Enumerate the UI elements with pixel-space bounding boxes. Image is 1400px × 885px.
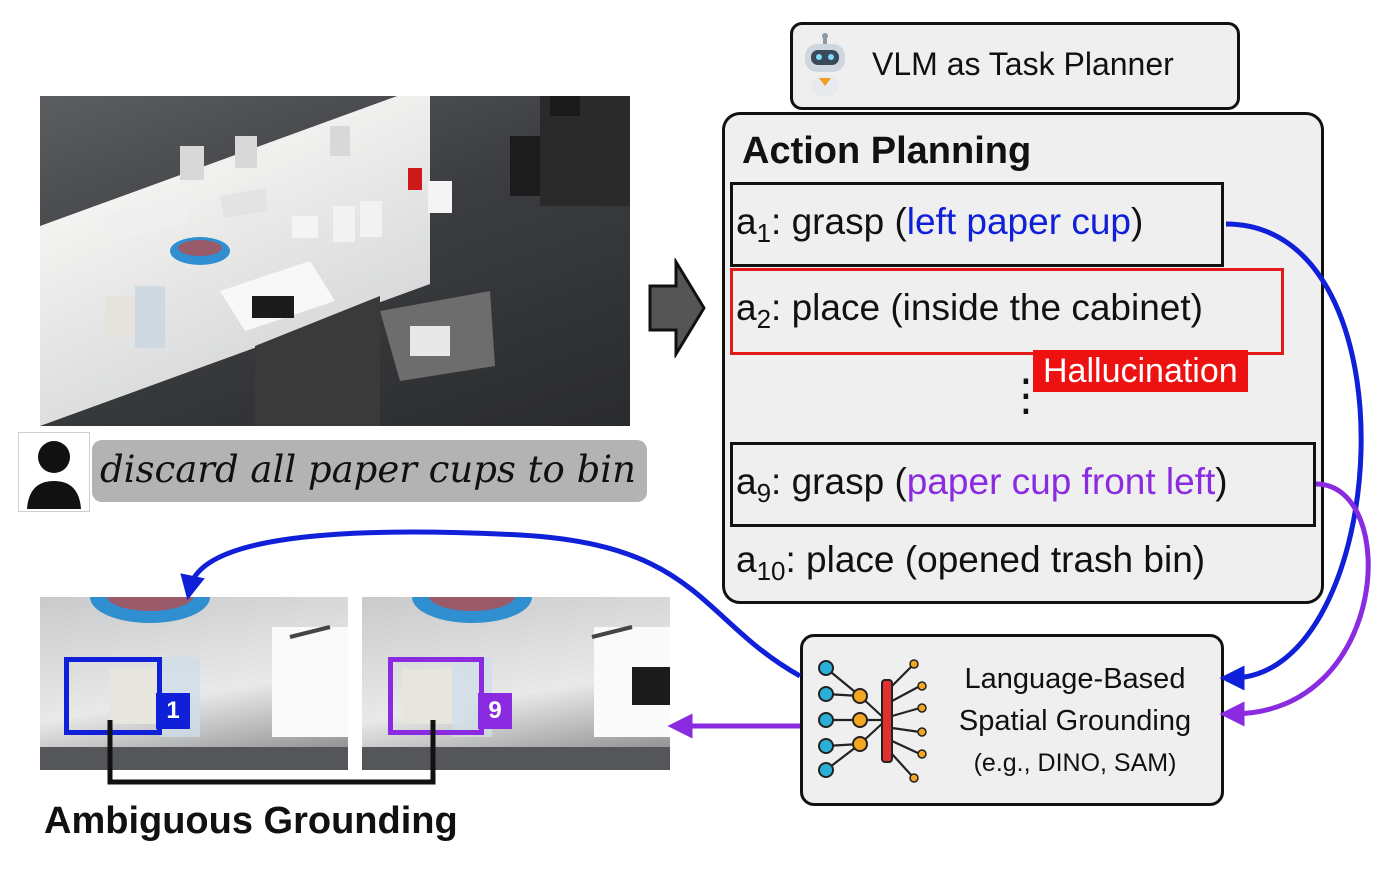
robot-icon <box>805 33 845 97</box>
ambiguous-bracket <box>107 720 436 785</box>
scene-photo <box>40 96 630 426</box>
step-box-a1 <box>730 182 1224 267</box>
instruction-text: discard all paper cups to bin <box>92 440 647 502</box>
neural-network-icon <box>818 659 927 783</box>
crop-right-badge: 9 <box>478 693 512 729</box>
step-a1-target: left paper cup <box>906 201 1131 242</box>
ambiguous-label: Ambiguous Grounding <box>44 800 458 842</box>
right-arrow-icon <box>648 258 706 358</box>
crop-left-badge: 1 <box>156 693 190 729</box>
steps-ellipsis: ⋮ <box>1004 371 1048 420</box>
grounding-line1: Language-Based <box>964 663 1186 695</box>
grounding-text: Language-Based Spatial Grounding (e.g., … <box>930 658 1220 784</box>
user-avatar <box>18 432 90 512</box>
planner-label: VLM as Task Planner <box>872 46 1174 82</box>
step-a9: a9: grasp (paper cup front left) <box>736 461 1228 508</box>
planner-header <box>790 22 1240 110</box>
step-a1: a1: grasp (left paper cup) <box>736 201 1144 248</box>
grounding-line2: Spatial Grounding <box>958 705 1192 737</box>
person-icon <box>27 441 81 509</box>
scene-objects <box>105 96 630 426</box>
step-a2: a2: place (inside the cabinet) <box>736 287 1203 334</box>
action-planning-title: Action Planning <box>742 130 1032 172</box>
step-a9-target: paper cup front left <box>906 461 1216 502</box>
step-a10: a10: place (opened trash bin) <box>736 539 1206 586</box>
hallucination-badge: Hallucination <box>1033 350 1248 392</box>
grounding-line3: (e.g., DINO, SAM) <box>973 749 1177 777</box>
